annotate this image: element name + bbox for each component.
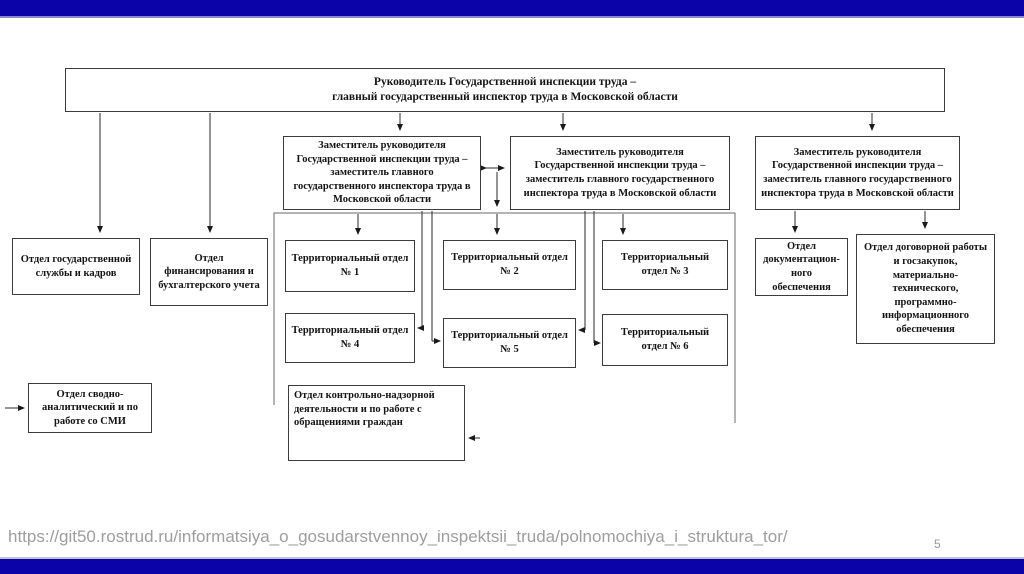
dept-media-analytics-box: Отдел сводно-аналитический и по работе с… (28, 383, 152, 433)
page-number: 5 (934, 537, 941, 551)
dept-control-supervision-box: Отдел контрольно-надзорной деятельности … (288, 385, 465, 461)
territorial-dept-6-label: Территориальный отдел № 6 (620, 327, 710, 352)
deputy-2-label: Заместитель руководителя Государственной… (523, 146, 717, 199)
deputy-box-3: Заместитель руководителя Государственной… (755, 136, 960, 210)
territorial-dept-1-label: Территориальный отдел № 1 (291, 253, 409, 278)
dept-finance-box: Отдел финансирования и бухгалтерского уч… (150, 238, 268, 306)
top-accent-bar (0, 0, 1024, 18)
dept-civil-service-box: Отдел государственной службы и кадров (12, 238, 140, 295)
territorial-dept-3-label: Территориальный отдел № 3 (620, 252, 710, 277)
director-box: Руководитель Государственной инспекции т… (65, 68, 945, 112)
territorial-dept-5-label: Территориальный отдел № 5 (451, 330, 568, 355)
dept-media-analytics-label: Отдел сводно-аналитический и по работе с… (42, 388, 138, 427)
dept-contract-work-label: Отдел договорной работы и госзакупок, ма… (863, 242, 988, 336)
territorial-dept-1-box: Территориальный отдел № 1 (285, 240, 415, 292)
dept-civil-service-label: Отдел государственной службы и кадров (20, 253, 132, 279)
director-line1: Руководитель Государственной инспекции т… (373, 76, 637, 89)
dept-documentation-label: Отдел документацион-ного обеспечения (763, 240, 840, 293)
bottom-accent-bar (0, 557, 1024, 574)
dept-documentation-box: Отдел документацион-ного обеспечения (755, 238, 848, 296)
territorial-dept-6-box: Территориальный отдел № 6 (602, 314, 728, 366)
footer-url: https://git50.rostrud.ru/informatsiya_o_… (8, 527, 788, 546)
territorial-dept-4-label: Территориальный отдел № 4 (291, 325, 409, 350)
dept-finance-label: Отдел финансирования и бухгалтерского уч… (158, 252, 260, 291)
dept-control-supervision-label: Отдел контрольно-надзорной деятельности … (294, 390, 435, 429)
territorial-dept-2-label: Территориальный отдел № 2 (451, 252, 568, 277)
territorial-dept-3-box: Территориальный отдел № 3 (602, 240, 728, 290)
dept-contract-work-box: Отдел договорной работы и госзакупок, ма… (856, 234, 995, 344)
deputy-box-2: Заместитель руководителя Государственной… (510, 136, 730, 210)
deputy-1-label: Заместитель руководителя Государственной… (293, 139, 471, 206)
territorial-dept-2-box: Территориальный отдел № 2 (443, 240, 576, 290)
director-line2: главный государственный инспектор труда … (332, 91, 678, 103)
deputy-3-label: Заместитель руководителя Государственной… (761, 146, 954, 199)
territorial-dept-4-box: Территориальный отдел № 4 (285, 313, 415, 363)
deputy-box-1: Заместитель руководителя Государственной… (283, 136, 481, 210)
territorial-dept-5-box: Территориальный отдел № 5 (443, 318, 576, 368)
